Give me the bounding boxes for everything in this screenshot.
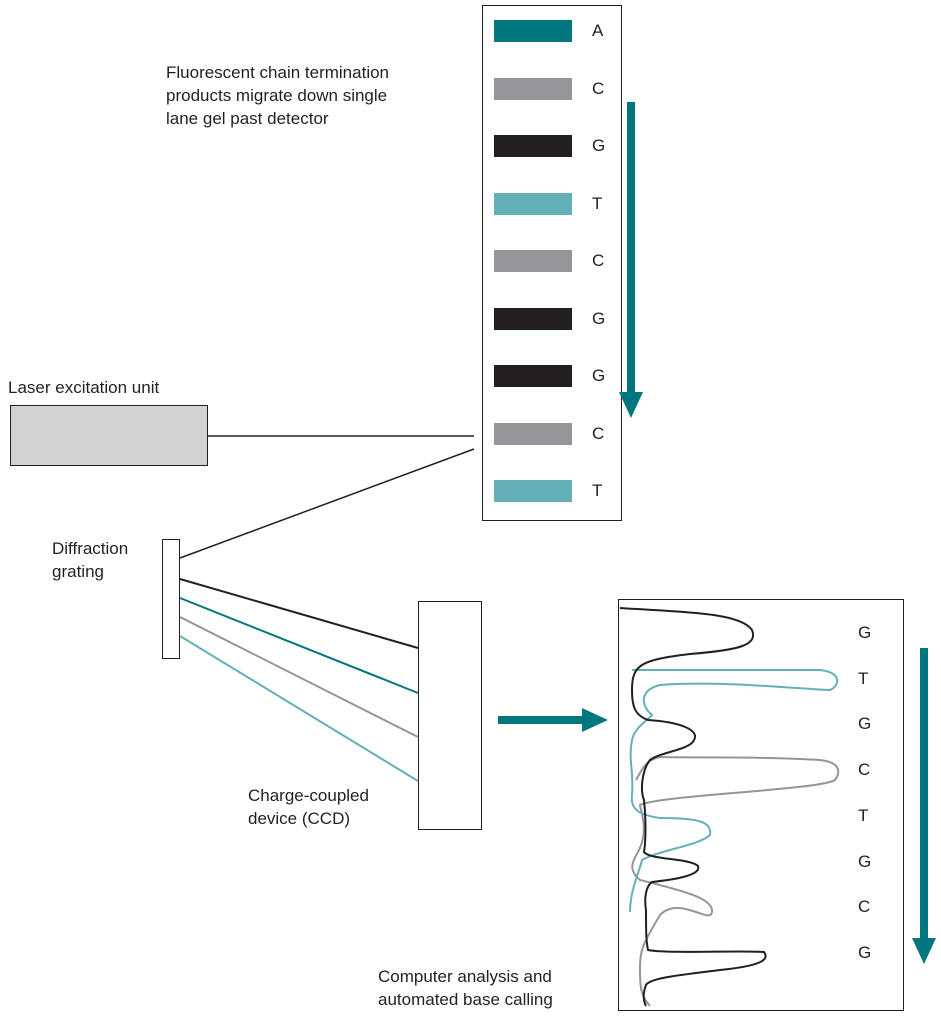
base-call-label: T bbox=[858, 668, 869, 688]
trace-black bbox=[619, 607, 767, 1007]
gel-band bbox=[494, 135, 572, 157]
gel-caption-line-1: Fluorescent chain termination bbox=[166, 63, 390, 82]
gel-band bbox=[494, 480, 572, 502]
laser-excitation-unit bbox=[10, 405, 208, 466]
gel-band-base-label: T bbox=[592, 481, 603, 500]
dispersed-beam-black bbox=[179, 578, 419, 649]
ccd-label-line-1: Charge-coupled bbox=[248, 786, 369, 805]
grating-label-line-2: grating bbox=[52, 562, 104, 581]
gel-band bbox=[494, 365, 572, 387]
base-call-label: C bbox=[858, 897, 871, 917]
base-call-label: G bbox=[858, 623, 872, 642]
base-call-label: G bbox=[858, 714, 872, 734]
gel-caption-line-2: products migrate down single bbox=[166, 86, 388, 105]
ccd-to-computer-arrowhead bbox=[582, 708, 608, 732]
trace-light-teal bbox=[629, 668, 839, 913]
gel-band-base-label: T bbox=[592, 193, 603, 213]
base-calling-arrowhead bbox=[912, 938, 936, 964]
dispersed-beam-light-teal bbox=[179, 635, 419, 782]
emission-line bbox=[179, 448, 475, 559]
gel-caption-line-3: lane gel past detector bbox=[166, 109, 329, 128]
gel-band bbox=[494, 422, 572, 445]
computer-label-line-1: Computer analysis and bbox=[378, 967, 552, 986]
base-call-label: G bbox=[858, 942, 872, 962]
gel-bands: A C G T C G G C T bbox=[482, 5, 622, 521]
computer-label-line-2: automated base calling bbox=[378, 990, 553, 1009]
gel-migration-arrowhead bbox=[619, 392, 643, 418]
gel-band-base-label: G bbox=[592, 308, 606, 328]
gel-band-base-label: A bbox=[592, 21, 604, 40]
chromatogram-panel bbox=[618, 599, 904, 1011]
gel-band bbox=[494, 250, 572, 272]
ccd-detector bbox=[418, 601, 482, 830]
gel-band bbox=[494, 192, 572, 215]
dispersed-beam-teal bbox=[179, 597, 419, 694]
dispersed-beam-grey bbox=[179, 616, 419, 738]
gel-band-base-label: C bbox=[592, 78, 605, 98]
base-calls: G T G C T G C G bbox=[858, 622, 898, 982]
ccd-label-line-2: device (CCD) bbox=[248, 809, 351, 828]
trace-grey bbox=[631, 755, 840, 1007]
gel-band-base-label: G bbox=[592, 136, 606, 155]
gel-band-base-label: C bbox=[592, 423, 605, 443]
base-call-label: C bbox=[858, 760, 871, 780]
laser-label: Laser excitation unit bbox=[8, 378, 160, 397]
base-call-label: G bbox=[858, 851, 872, 871]
gel-band-base-label: G bbox=[592, 366, 606, 385]
gel-band bbox=[494, 307, 572, 330]
gel-band-base-label: C bbox=[592, 251, 605, 270]
gel-band bbox=[494, 77, 572, 100]
base-call-label: T bbox=[858, 805, 869, 825]
grating-label-line-1: Diffraction bbox=[52, 539, 129, 558]
gel-band bbox=[494, 20, 572, 42]
diffraction-grating bbox=[162, 539, 180, 659]
